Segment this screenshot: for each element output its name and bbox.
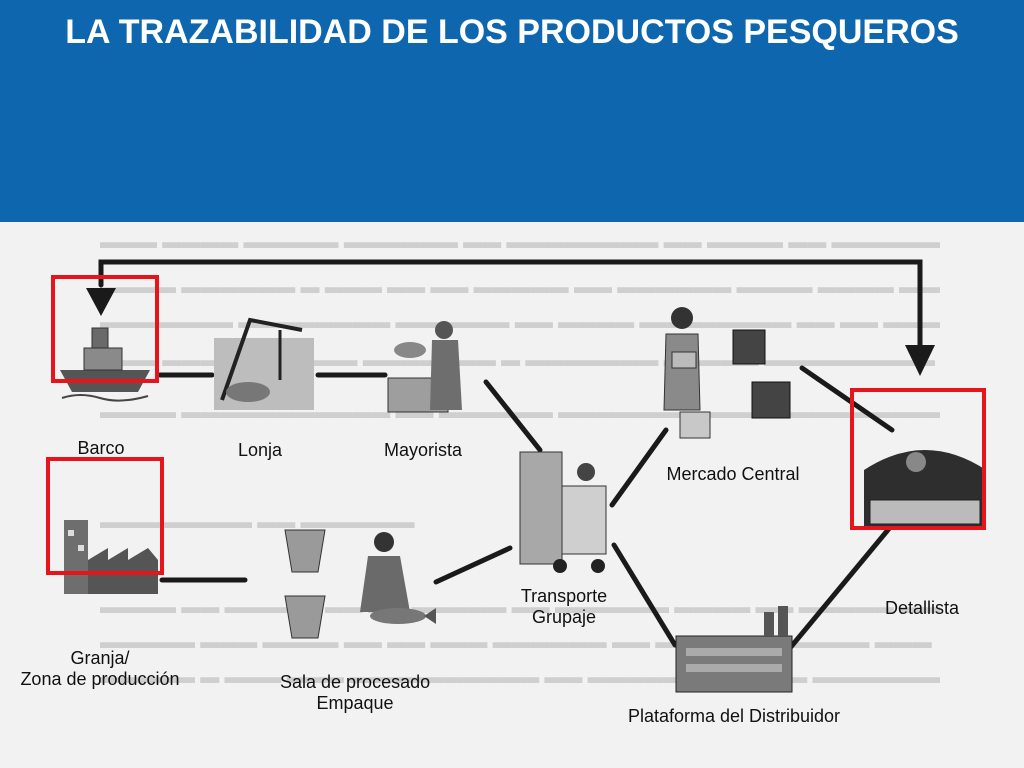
node-label-transporte: Transporte Grupaje bbox=[514, 586, 614, 628]
arrow-head-down-icon bbox=[86, 288, 116, 316]
node-label-mayorista: Mayorista bbox=[383, 440, 463, 460]
return-arrow-line bbox=[98, 259, 923, 348]
highlight-box-detallista bbox=[850, 388, 986, 530]
warehouse-icon bbox=[675, 606, 793, 693]
node-label-detallista: Detallista bbox=[884, 598, 960, 618]
connector-plataforma-detallista bbox=[787, 522, 895, 651]
processing-buckets-icon bbox=[284, 529, 326, 639]
fish-processor-icon bbox=[360, 532, 436, 624]
market-worker-icon bbox=[663, 307, 711, 439]
background-text-line: ▬▬▬▬ ▬▬▬▬▬▬ ▬ ▬▬▬ ▬▬ ▬▬ ▬▬▬▬▬ ▬▬ ▬▬▬▬▬▬ … bbox=[100, 277, 940, 298]
crate-icon bbox=[732, 329, 791, 419]
forklift-icon bbox=[519, 451, 607, 573]
node-label-granja: Granja/ Zona de producción bbox=[18, 648, 182, 690]
connector-transporte-plataforma bbox=[611, 542, 678, 648]
fish-vendor-icon bbox=[864, 450, 986, 528]
connector-mercado-detallista bbox=[799, 365, 895, 433]
wholesaler-worker-icon bbox=[387, 321, 462, 413]
highlight-box-granja bbox=[46, 457, 164, 575]
node-label-lonja: Lonja bbox=[237, 440, 283, 460]
highlight-boxes bbox=[46, 275, 986, 575]
highlight-box-barco bbox=[51, 275, 159, 383]
node-label-sala: Sala de procesado Empaque bbox=[280, 672, 430, 714]
node-label-sala-line1: Sala de procesado bbox=[280, 672, 431, 692]
slide-header: LA TRAZABILIDAD DE LOS PRODUCTOS PESQUER… bbox=[0, 0, 1024, 222]
background-text-line: ▬▬▬▬▬▬▬ ▬▬▬▬▬▬▬▬ ▬▬▬▬▬▬ ▬▬ ▬▬▬▬ ▬▬▬▬▬▬▬▬… bbox=[100, 312, 940, 333]
node-label-plataforma: Plataforma del Distribuidor bbox=[627, 706, 841, 726]
factory-icon bbox=[64, 520, 158, 594]
connector-transporte-mercado bbox=[609, 427, 669, 508]
boat-icon bbox=[60, 327, 150, 402]
node-label-barco: Barco bbox=[77, 438, 125, 458]
crane-icon bbox=[214, 317, 314, 410]
background-text-line: ▬▬▬ ▬▬▬▬ ▬▬▬▬▬ ▬▬▬▬▬▬ ▬▬ ▬▬▬▬▬▬▬▬ ▬▬ ▬▬▬… bbox=[100, 232, 940, 253]
connector-sala-transporte bbox=[433, 545, 513, 585]
node-label-transporte-line1: Transporte bbox=[520, 586, 608, 606]
arrow-head-down-icon bbox=[905, 345, 935, 376]
node-label-granja-line2: Zona de producción bbox=[20, 669, 180, 689]
node-label-mercado-central: Mercado Central bbox=[666, 464, 800, 484]
node-label-granja-line1: Granja/ bbox=[70, 648, 130, 668]
slide-title: LA TRAZABILIDAD DE LOS PRODUCTOS PESQUER… bbox=[65, 13, 959, 51]
node-label-sala-line2: Empaque bbox=[316, 693, 394, 713]
connector-mayorista-transporte bbox=[483, 379, 543, 453]
background-text-line: ▬▬▬▬▬▬▬▬ ▬▬ ▬▬▬▬▬▬ bbox=[100, 512, 415, 533]
node-label-transporte-line2: Grupaje bbox=[531, 607, 597, 627]
